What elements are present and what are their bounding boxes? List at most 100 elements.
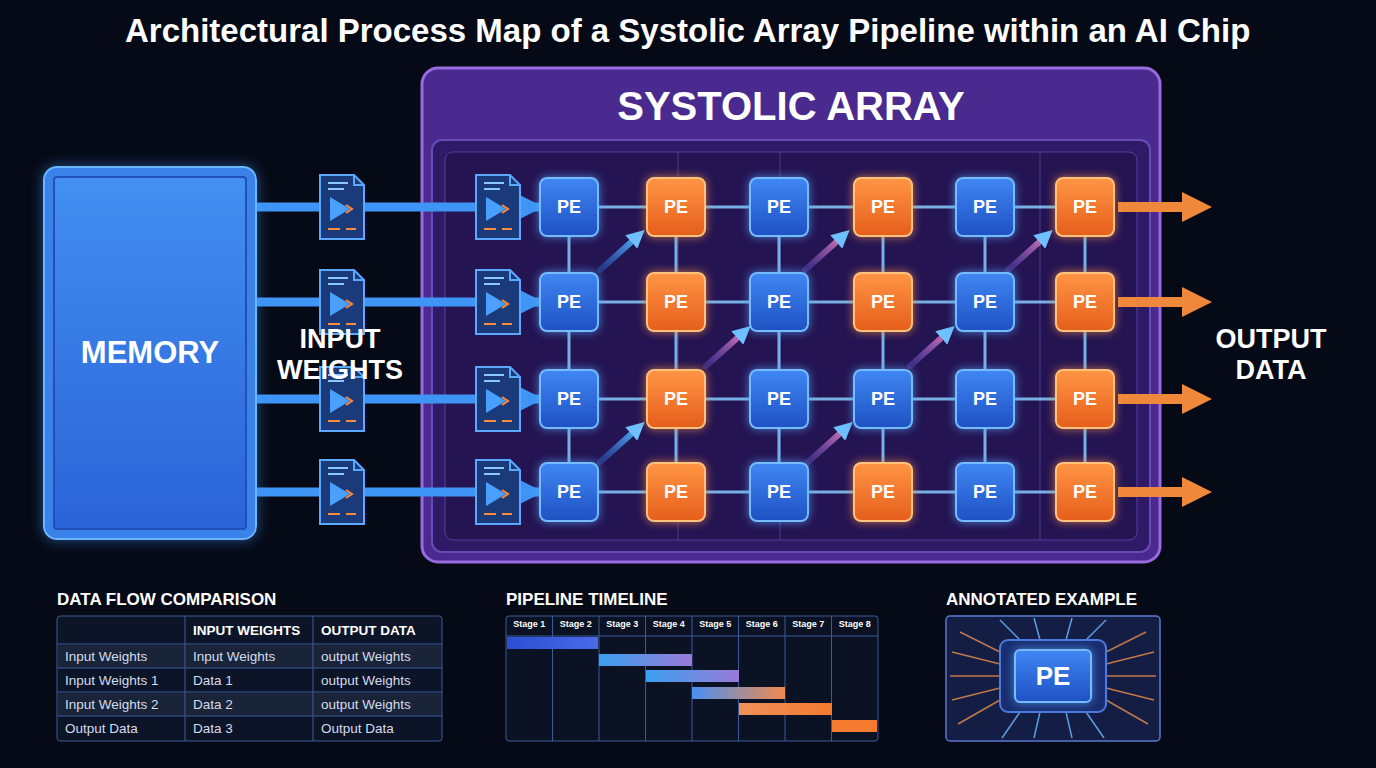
processing-element: PE	[1055, 369, 1115, 429]
output-label: OUTPUT DATA	[1201, 324, 1341, 386]
systolic-array: SYSTOLIC ARRAY PE PE PE PE PE PE PE PE PE PE PE PE PE…	[422, 68, 1160, 562]
pe-link	[809, 206, 853, 209]
node-text: PE	[767, 197, 791, 218]
pe-link	[882, 429, 885, 462]
processing-element: PE	[955, 272, 1015, 332]
pe-link	[1015, 301, 1055, 304]
pe-chip: PE	[1014, 649, 1092, 703]
table-cell: Data 3	[193, 717, 233, 740]
table-cell: Input Weights	[193, 645, 275, 668]
processing-element: PE	[539, 462, 599, 522]
pe-link	[778, 429, 781, 462]
node-text: PE	[973, 482, 997, 503]
table-cell: INPUT WEIGHTS	[193, 619, 300, 642]
table-cell: Input Weights 2	[65, 693, 159, 716]
pe-link	[568, 332, 571, 369]
node-text: PE	[557, 292, 581, 313]
pe-link	[913, 398, 955, 401]
table-cell: Data 1	[193, 669, 233, 692]
node-text: PE	[973, 389, 997, 410]
table-cell: Output Data	[321, 717, 394, 740]
processing-element: PE	[955, 177, 1015, 237]
table-cell: OUTPUT DATA	[321, 619, 416, 642]
table-cell: output Weights	[321, 645, 411, 668]
input-label: INPUT WEIGHTS	[255, 324, 425, 386]
processing-element: PE	[955, 369, 1015, 429]
node-text: MEMORY	[81, 335, 219, 371]
stage-label: Stage 4	[646, 619, 693, 629]
section-heading: DATA FLOW COMPARISON	[57, 590, 276, 610]
pe-link	[1084, 237, 1087, 272]
pe-link	[599, 398, 646, 401]
pe-link	[882, 237, 885, 272]
pe-link	[913, 491, 955, 494]
processing-element: PE	[853, 177, 913, 237]
pe-link	[599, 206, 646, 209]
table-cell: output Weights	[321, 693, 411, 716]
pe-link	[778, 332, 781, 369]
pe-link	[706, 301, 749, 304]
node-text: PE	[871, 482, 895, 503]
stage-label: Stage 8	[832, 619, 879, 629]
node-text: PE	[1073, 292, 1097, 313]
pe-link	[599, 491, 646, 494]
node-text: PE	[973, 197, 997, 218]
node-text: PE	[1073, 389, 1097, 410]
section-heading: ANNOTATED EXAMPLE	[946, 590, 1137, 610]
pe-link	[675, 237, 678, 272]
array-title: SYSTOLIC ARRAY	[422, 84, 1160, 129]
pe-link	[1015, 206, 1055, 209]
stage-label: Stage 6	[739, 619, 786, 629]
pe-link	[675, 429, 678, 462]
node-text: PE	[664, 482, 688, 503]
processing-element: PE	[853, 369, 913, 429]
processing-element: PE	[749, 462, 809, 522]
processing-element: PE	[539, 369, 599, 429]
pe-link	[984, 332, 987, 369]
node-text: PE	[767, 482, 791, 503]
node-text: PE	[1073, 482, 1097, 503]
processing-element: PE	[646, 462, 706, 522]
node-text: PE	[767, 389, 791, 410]
node-text: PE	[557, 389, 581, 410]
node-text: PE	[871, 292, 895, 313]
node-text: PE	[767, 292, 791, 313]
pe-link	[1084, 332, 1087, 369]
processing-element: PE	[646, 369, 706, 429]
pe-link	[913, 301, 955, 304]
processing-element: PE	[1055, 462, 1115, 522]
processing-element: PE	[749, 272, 809, 332]
stage-label: Stage 1	[506, 619, 553, 629]
table-cell: Input Weights	[65, 645, 147, 668]
node-text: PE	[871, 197, 895, 218]
pe-link	[809, 301, 853, 304]
pe-link	[706, 398, 749, 401]
processing-element: PE	[853, 272, 913, 332]
node-text: PE	[973, 292, 997, 313]
processing-element: PE	[539, 272, 599, 332]
processing-element: PE	[539, 177, 599, 237]
pe-link	[599, 301, 646, 304]
pe-link	[568, 429, 571, 462]
processing-element: PE	[955, 462, 1015, 522]
table-cell: output Weights	[321, 669, 411, 692]
processing-element: PE	[1055, 177, 1115, 237]
pe-link	[1015, 491, 1055, 494]
node-text: PE	[664, 292, 688, 313]
node-text: PE	[871, 389, 895, 410]
pe-link	[778, 237, 781, 272]
node-text: PE	[1036, 661, 1071, 692]
pe-link	[675, 332, 678, 369]
pe-link	[913, 206, 955, 209]
node-text: PE	[557, 197, 581, 218]
node-text: PE	[557, 482, 581, 503]
processing-element: PE	[1055, 272, 1115, 332]
pe-link	[706, 206, 749, 209]
processing-element: PE	[749, 369, 809, 429]
table-cell: Data 2	[193, 693, 233, 716]
pe-link	[1015, 398, 1055, 401]
pe-link	[882, 332, 885, 369]
pe-link	[706, 491, 749, 494]
processing-element: PE	[646, 177, 706, 237]
table-cell: Output Data	[65, 717, 138, 740]
